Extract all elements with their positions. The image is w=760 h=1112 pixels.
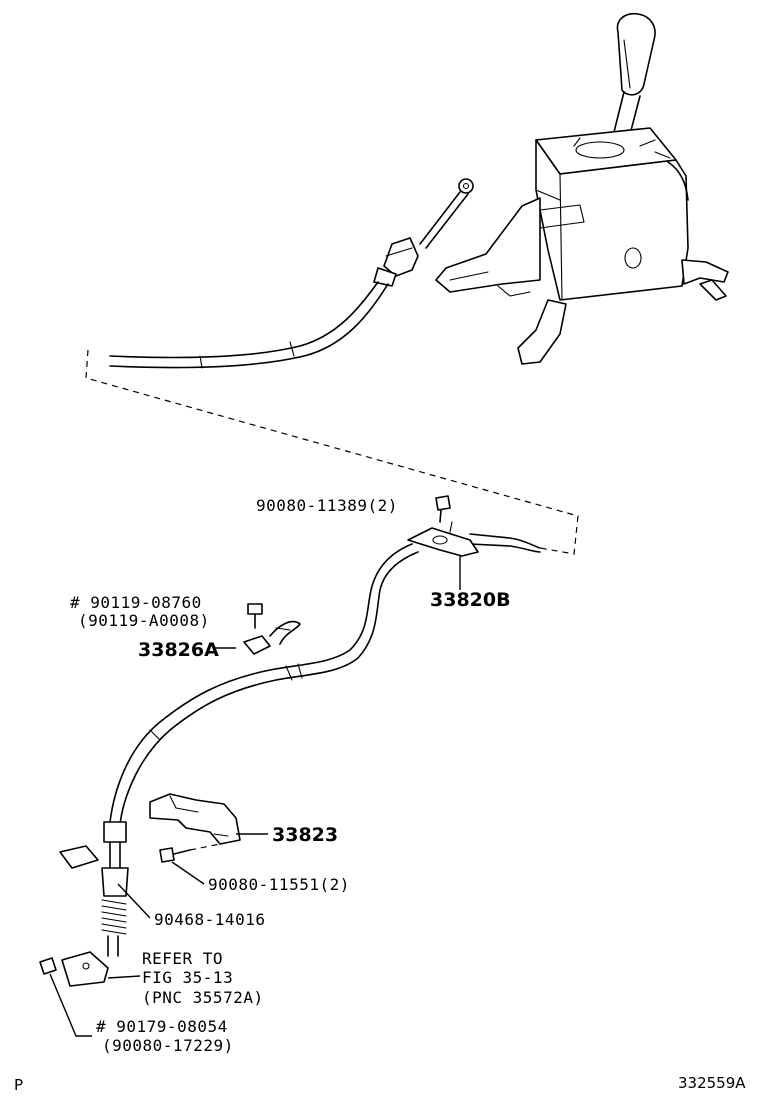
label-nut-2: (90080-17229) xyxy=(102,1036,234,1055)
label-cable-assy: 33820B xyxy=(430,589,511,611)
bracket-part xyxy=(149,793,241,845)
cable-break-indicator xyxy=(85,349,579,555)
label-spring-pin: 90468-14016 xyxy=(154,910,265,929)
clip-part xyxy=(243,620,301,655)
cable-upper-segment xyxy=(109,178,474,369)
diagram-id: 332559A xyxy=(678,1074,746,1092)
label-bolt-a-1: # 90119-08760 xyxy=(70,593,202,612)
bolt-top xyxy=(435,495,451,523)
label-refer-1: REFER TO xyxy=(142,949,223,968)
label-clip: 33826A xyxy=(138,639,219,661)
bolt-a xyxy=(247,603,263,629)
leader-lines xyxy=(49,556,461,1037)
shift-lever-assembly xyxy=(435,12,729,365)
label-nut-1: # 90179-08054 xyxy=(96,1017,228,1036)
label-refer-2: FIG 35-13 xyxy=(142,968,233,987)
label-bolt-top: 90080-11389(2) xyxy=(256,496,398,515)
label-refer-3: (PNC 35572A) xyxy=(142,988,264,1007)
bolt-b xyxy=(159,843,221,863)
label-bracket: 33823 xyxy=(272,824,338,846)
cable-lower-segment xyxy=(59,521,541,987)
label-bolt-b: 90080-11551(2) xyxy=(208,875,350,894)
corner-mark: P xyxy=(14,1076,23,1094)
label-bolt-a-2: (90119-A0008) xyxy=(78,611,210,630)
nut-part xyxy=(39,957,57,975)
